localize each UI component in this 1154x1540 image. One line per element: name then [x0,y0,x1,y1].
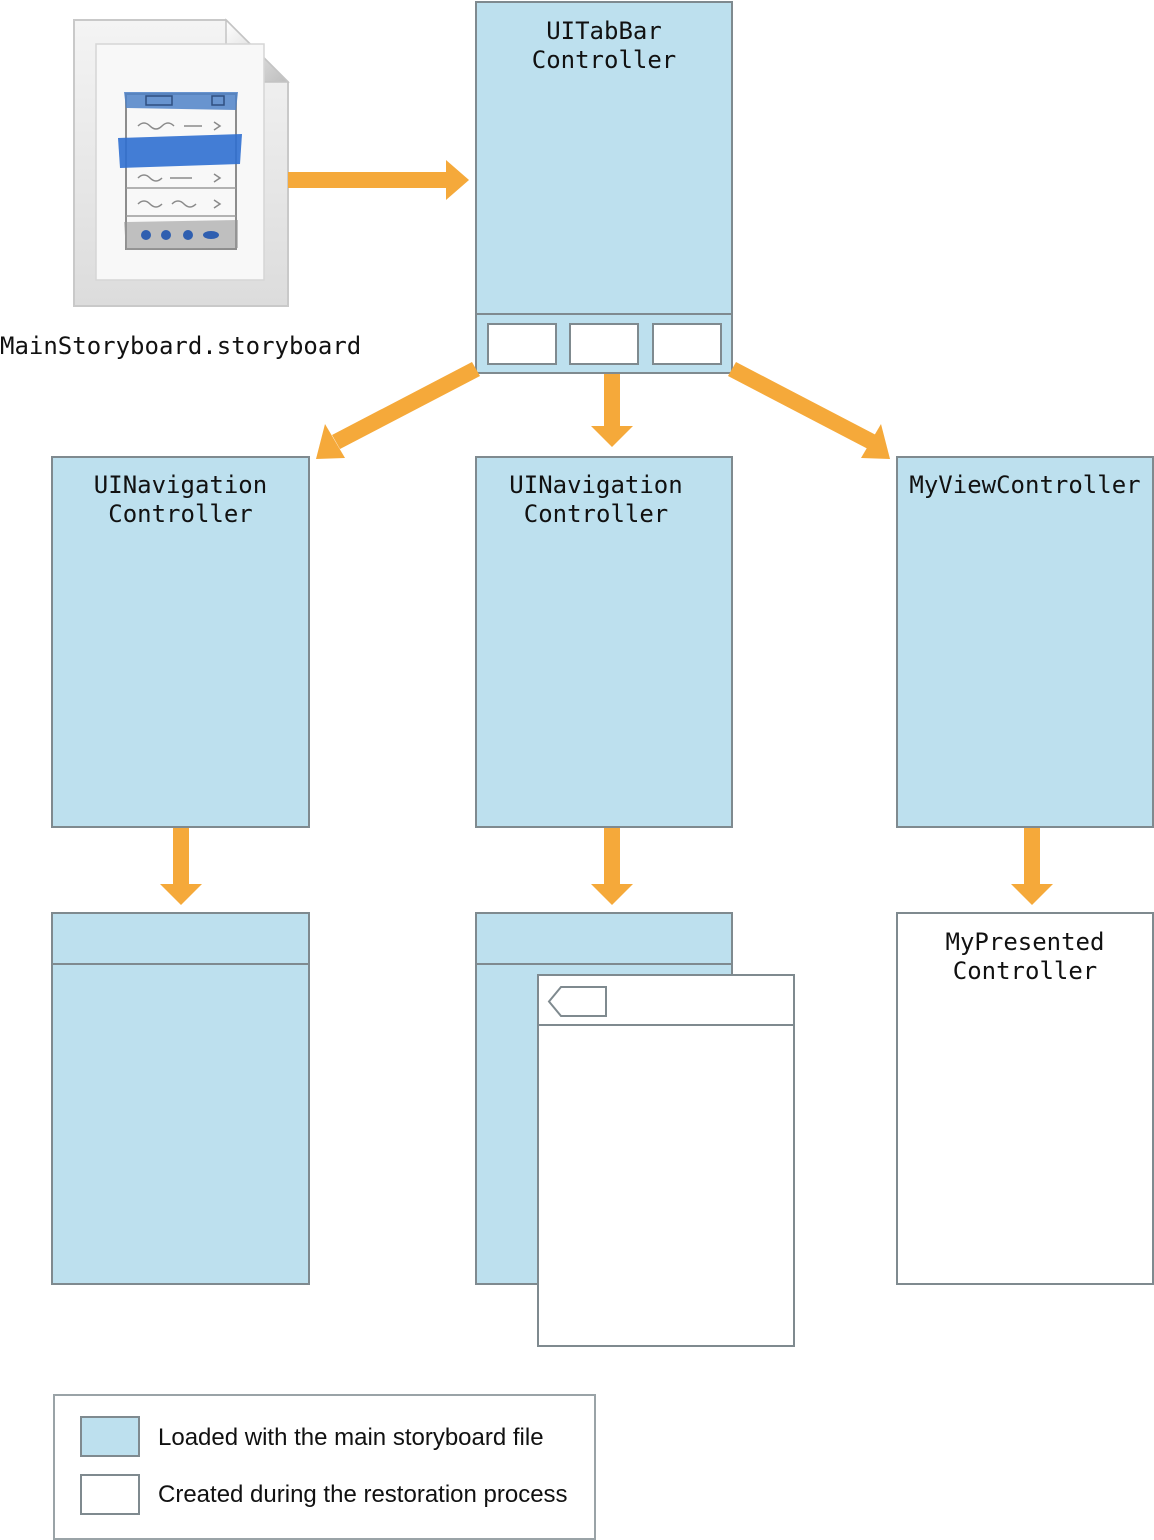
legend-created-swatch [80,1474,140,1515]
legend-loaded-label: Loaded with the main storyboard file [158,1424,544,1451]
navigation-controller-left: UINavigation Controller [51,456,310,828]
arrow-tabbar-to-left-nav [316,362,480,459]
storyboard-file-icon [66,14,294,310]
tab-bar-item-2 [569,323,639,365]
legend: Loaded with the main storyboard file Cre… [53,1394,596,1540]
pushed-nav-bar-divider [539,1024,793,1026]
navigation-controller-middle: UINavigation Controller [475,456,733,828]
legend-created-label: Created during the restoration process [158,1481,568,1508]
my-presented-controller-title: MyPresented Controller [945,928,1105,985]
storyboard-file-label: MainStoryboard.storyboard [0,332,362,360]
back-button-icon [547,986,607,1017]
arrow-myview-to-presented [1011,828,1053,905]
arrow-tabbar-to-middle-nav [591,374,633,447]
arrow-tabbar-to-myview [728,362,890,459]
tab-bar-item-1 [487,323,557,365]
left-nav-bar-divider [53,963,308,965]
pushed-view-controller [537,974,795,1347]
tab-bar-strip [477,313,731,315]
arrow-left-nav-to-content [160,828,202,905]
navigation-controller-left-title: UINavigation Controller [93,471,268,528]
middle-nav-bar-divider [477,963,731,965]
arrow-middle-nav-to-content [591,828,633,905]
navigation-controller-middle-title: UINavigation Controller [509,471,683,528]
arrow-storyboard-to-tabbar [288,160,469,200]
tab-bar-controller-title: UITabBar Controller [531,17,677,74]
my-view-controller: MyViewController [896,456,1154,828]
legend-loaded-swatch [80,1416,140,1457]
tab-bar-item-3 [652,323,722,365]
my-view-controller-title: MyViewController [909,471,1141,499]
tab-bar-controller-box: UITabBar Controller [475,1,733,374]
left-content-view-controller [51,912,310,1285]
my-presented-controller: MyPresented Controller [896,912,1154,1285]
